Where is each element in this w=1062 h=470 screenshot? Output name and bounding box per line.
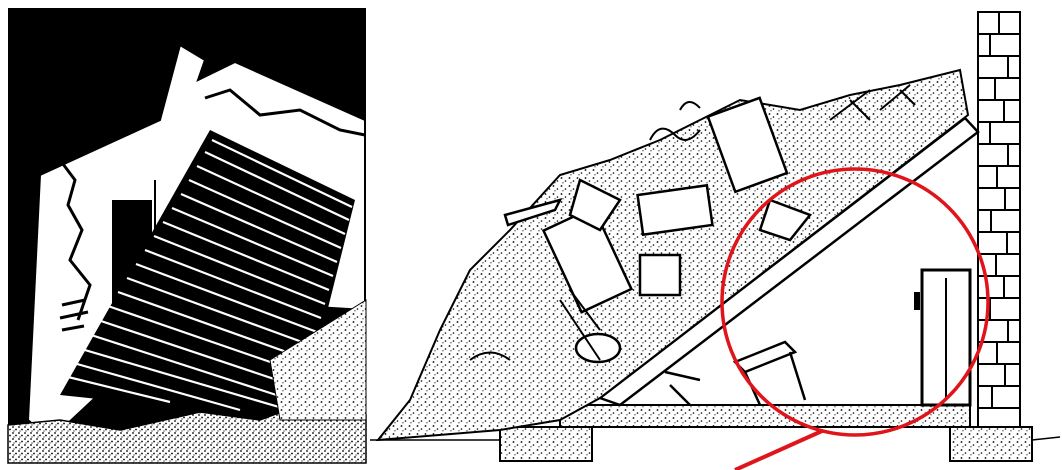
right-brick-wall — [977, 11, 1021, 428]
refrigerator — [914, 268, 972, 407]
broken-table — [664, 340, 807, 406]
left-footing — [499, 426, 593, 462]
void-space-panel — [370, 11, 1061, 462]
highlight-annotation — [720, 167, 990, 470]
broken-wall-edge — [204, 88, 366, 137]
pointer-line — [734, 429, 823, 470]
wall-crack — [58, 159, 92, 321]
debris-scribbles — [469, 84, 916, 361]
collapsed-wall-panel — [7, 8, 367, 464]
debris-objects — [503, 96, 813, 364]
right-footing — [949, 426, 1033, 462]
debris-right — [269, 299, 367, 421]
wall-markings — [59, 298, 89, 332]
collapsed-floor-slab — [60, 130, 355, 420]
highlight-circle — [720, 167, 990, 437]
ground-line-right — [1031, 436, 1061, 441]
